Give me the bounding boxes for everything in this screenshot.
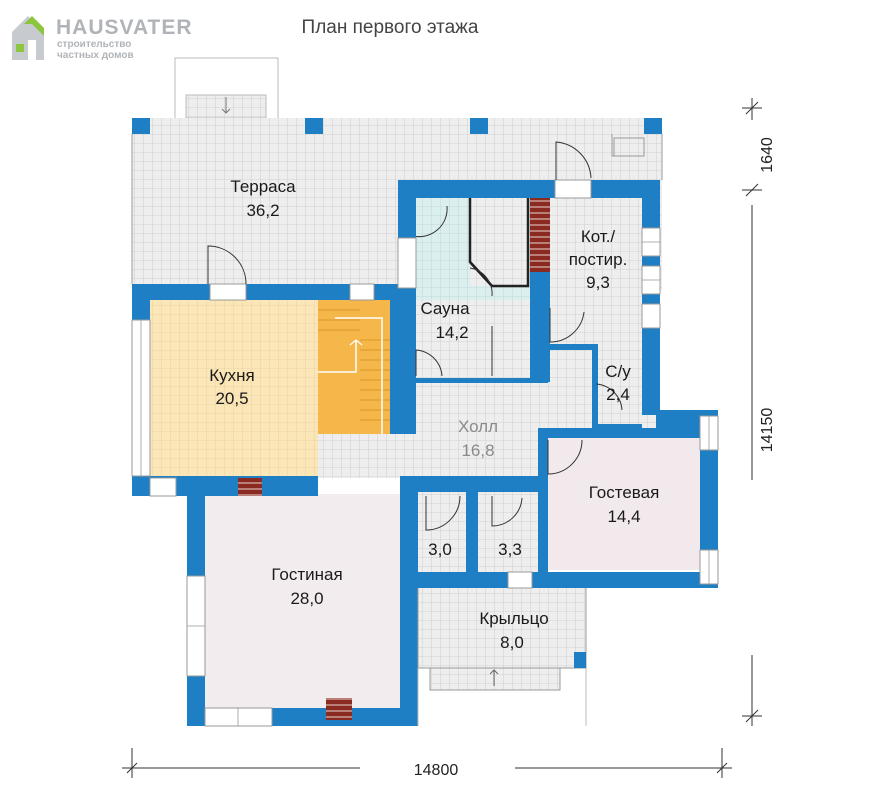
wc-name: С/у [605, 362, 631, 381]
house-logo-icon [12, 16, 44, 60]
hall-area: 16,8 [461, 441, 494, 460]
porch-floor [418, 588, 586, 668]
porch [417, 588, 587, 726]
closet-1-area: 3,0 [428, 540, 452, 559]
terrace-name: Терраса [230, 177, 296, 196]
chimney-vents [238, 478, 352, 720]
depth-dimension: 14150 [759, 408, 776, 453]
brand-name: HAUSVATER [56, 16, 193, 39]
terrace-depth-dimension: 1640 [759, 137, 776, 173]
floors [132, 118, 700, 708]
doors [207, 141, 623, 531]
living-floor [205, 494, 401, 708]
guest-name: Гостевая [589, 483, 660, 502]
staircase [318, 300, 400, 434]
kitchen-name: Кухня [209, 366, 255, 385]
porch-area: 8,0 [500, 633, 524, 652]
living-name: Гостиная [271, 565, 342, 584]
guest-area: 14,4 [607, 507, 640, 526]
kitchen-floor [150, 300, 318, 476]
closet-2-area: 3,3 [498, 540, 522, 559]
boiler-name-2: постир. [569, 250, 628, 269]
guest-floor [548, 435, 700, 570]
kitchen-area: 20,5 [215, 389, 248, 408]
brand-logo: HAUSVATER строительство частных домов [12, 16, 193, 61]
brand-tagline-2: частных домов [57, 50, 134, 61]
dimension-lines [122, 98, 762, 778]
porch-name: Крыльцо [479, 609, 548, 628]
boiler-area: 9,3 [586, 273, 610, 292]
sauna-area: 14,2 [435, 323, 468, 342]
chimney [530, 198, 550, 274]
wc-area: 2,4 [606, 385, 630, 404]
living-area: 28,0 [290, 589, 323, 608]
width-dimension: 14800 [414, 762, 459, 779]
boiler-name-1: Кот./ [581, 227, 616, 246]
brand-tagline-1: строительство [57, 39, 131, 50]
sauna-partitions [468, 198, 530, 288]
terrace-steps [174, 57, 279, 119]
plan-title: План первого этажа [302, 17, 479, 38]
hall-name: Холл [458, 417, 498, 436]
sauna-name: Сауна [420, 299, 470, 318]
terrace-area: 36,2 [246, 201, 279, 220]
room-labels: Терраса 36,2 Сауна 14,2 Кот./ постир. 9,… [209, 177, 659, 652]
